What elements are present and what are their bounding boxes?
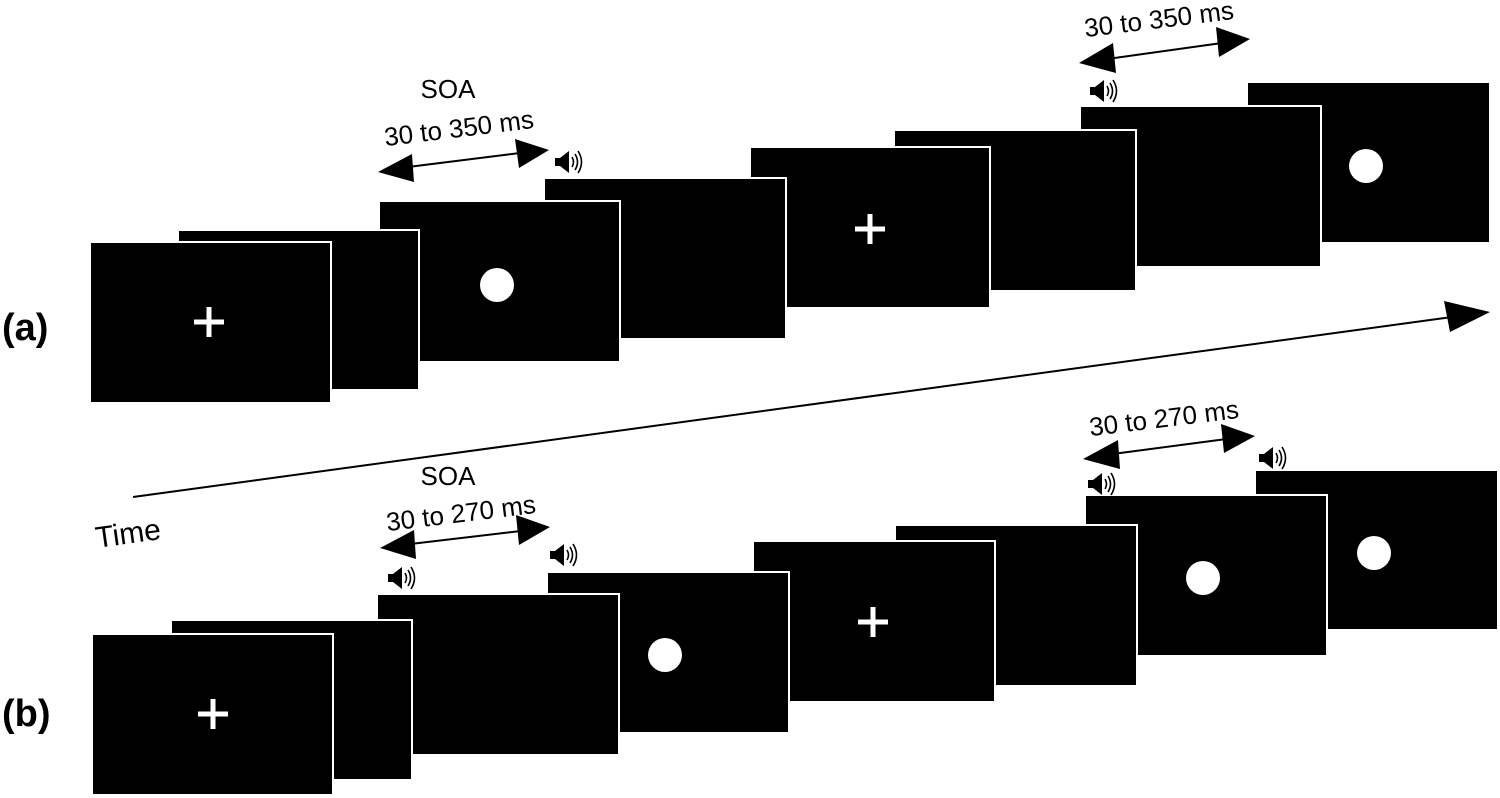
soa-range-a-1: 30 to 350 ms bbox=[382, 104, 535, 152]
soa-range-a-2: 30 to 350 ms bbox=[1082, 0, 1235, 43]
screen-b-3 bbox=[376, 593, 620, 756]
soa-range-b-1: 30 to 270 ms bbox=[384, 489, 537, 537]
time-label: Time bbox=[93, 513, 163, 555]
speaker-icon bbox=[387, 566, 416, 590]
soa-title-a: SOA bbox=[421, 74, 477, 104]
panel-b: SOA 30 to 270 ms 30 to 270 ms bbox=[91, 394, 1499, 796]
time-arrow bbox=[132, 301, 1490, 498]
soa-arrow-b-1 bbox=[380, 515, 550, 559]
speaker-icon bbox=[549, 543, 578, 567]
speaker-icon bbox=[1087, 472, 1116, 496]
speaker-icon bbox=[1258, 446, 1287, 470]
panel-a: SOA 30 to 350 ms 30 to 350 ms bbox=[89, 0, 1491, 404]
soa-title-b: SOA bbox=[421, 461, 477, 491]
panel-b-label: (b) bbox=[2, 693, 51, 735]
white-disc-icon bbox=[648, 638, 682, 672]
speaker-icon bbox=[1089, 79, 1118, 103]
soa-arrow-a-1 bbox=[378, 139, 549, 182]
panel-a-label: (a) bbox=[2, 307, 48, 349]
white-disc-icon bbox=[480, 268, 514, 302]
soa-arrow-a-2 bbox=[1079, 27, 1250, 73]
white-disc-icon bbox=[1357, 536, 1391, 570]
white-disc-icon bbox=[1349, 149, 1383, 183]
speaker-icon bbox=[554, 150, 583, 174]
soa-range-b-2: 30 to 270 ms bbox=[1087, 394, 1240, 442]
soa-arrow-b-2 bbox=[1083, 424, 1255, 469]
white-disc-icon bbox=[1186, 561, 1220, 595]
